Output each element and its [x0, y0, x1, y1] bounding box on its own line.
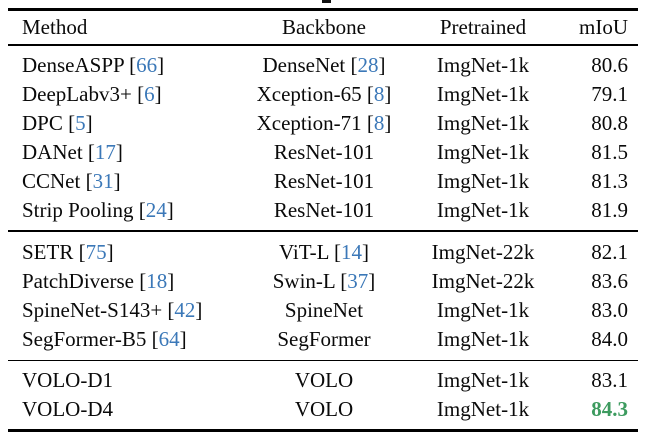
pretrained-cell: ImgNet-1k: [436, 368, 530, 392]
pretrained-cell: ImgNet-1k: [436, 111, 530, 135]
backbone-cell: VOLO: [294, 397, 354, 421]
table-row: DPC [5] Xception-71 [8] ImgNet-1k 80.8: [8, 109, 638, 138]
pretrained-cell: ImgNet-1k: [436, 82, 530, 106]
citation-link[interactable]: 8: [373, 111, 385, 135]
method-cell: SegFormer-B5 [64]: [22, 326, 187, 351]
column-header-miou: mIoU: [579, 15, 628, 39]
bottom-rule: [8, 429, 638, 432]
backbone-cell: ResNet-101: [273, 169, 375, 193]
citation-link[interactable]: 14: [340, 239, 362, 264]
backbone-cell: ViT-L [14]: [279, 239, 369, 264]
method-cell: DPC [5]: [22, 111, 93, 135]
miou-cell: 84.3: [591, 397, 628, 421]
pretrained-cell: ImgNet-1k: [436, 53, 530, 77]
column-header-method: Method: [22, 15, 88, 39]
method-cell: DANet [17]: [22, 140, 123, 164]
citation-link[interactable]: 37: [347, 268, 369, 293]
backbone-cell: SpineNet: [284, 297, 364, 322]
citation-link[interactable]: 6: [144, 82, 155, 106]
pretrained-cell: ImgNet-1k: [436, 169, 530, 193]
citation-link[interactable]: 8: [373, 82, 385, 106]
backbone-cell: SegFormer: [277, 326, 371, 351]
miou-cell: 82.1: [591, 239, 628, 264]
method-cell: DenseASPP [66]: [22, 53, 165, 77]
caption-descender-fragment: [322, 0, 331, 3]
top-rule: [8, 8, 638, 11]
table-row: DeepLabv3+ [6] Xception-65 [8] ImgNet-1k 79…: [8, 80, 638, 109]
pretrained-cell: ImgNet-22k: [431, 268, 535, 293]
miou-cell: 83.6: [591, 268, 628, 293]
table-row: SegFormer-B5 [64] SegFormer ImgNet-1k 84.0: [8, 325, 638, 354]
column-header-backbone: Backbone: [282, 15, 366, 39]
citation-link[interactable]: 28: [357, 53, 379, 77]
citation-link[interactable]: 75: [85, 239, 107, 264]
header-rule: [8, 44, 638, 46]
table-row: PatchDiverse [18] Swin-L [37] ImgNet-22k 83…: [8, 267, 638, 296]
header-row: Method Backbone Pretrained mIoU: [8, 11, 638, 44]
table-row: CCNet [31] ResNet-101 ImgNet-1k 81.3: [8, 167, 638, 196]
miou-cell: 80.6: [591, 53, 628, 77]
table-row: DANet [17] ResNet-101 ImgNet-1k 81.5: [8, 138, 638, 167]
miou-cell: 84.0: [591, 326, 628, 351]
method-cell: VOLO-D1: [22, 368, 113, 392]
method-cell: SETR [75]: [22, 239, 114, 264]
miou-cell: 80.8: [591, 111, 628, 135]
table-row: Strip Pooling [24] ResNet-101 ImgNet-1k 81.…: [8, 196, 638, 225]
column-header-pretrained: Pretrained: [439, 15, 527, 39]
group-separator-rule: [8, 230, 638, 232]
results-table: Method Backbone Pretrained mIoU DenseASP…: [8, 0, 638, 432]
table-row: SETR [75] ViT-L [14] ImgNet-22k 82.1: [8, 238, 638, 267]
backbone-cell: ResNet-101: [273, 198, 375, 222]
miou-cell: 79.1: [591, 82, 628, 106]
pretrained-cell: ImgNet-1k: [436, 140, 530, 164]
group-separator-rule: [8, 359, 638, 361]
table-row: VOLO-D1 VOLO ImgNet-1k 83.1: [8, 366, 638, 395]
pretrained-cell: ImgNet-1k: [436, 397, 530, 421]
method-cell: CCNet [31]: [22, 169, 121, 193]
backbone-cell: Xception-65 [8]: [256, 82, 392, 106]
pretrained-cell: ImgNet-1k: [436, 297, 530, 322]
pretrained-cell: ImgNet-1k: [436, 198, 530, 222]
citation-link[interactable]: 18: [146, 268, 168, 293]
table-row: DenseASPP [66] DenseNet [28] ImgNet-1k 80.6: [8, 51, 638, 80]
backbone-cell: Swin-L [37]: [272, 268, 376, 293]
citation-link[interactable]: 64: [158, 326, 180, 351]
pretrained-cell: ImgNet-22k: [431, 239, 535, 264]
method-cell: PatchDiverse [18]: [22, 268, 175, 293]
table-row: VOLO-D4 VOLO ImgNet-1k 84.3: [8, 395, 638, 424]
citation-link[interactable]: 31: [92, 169, 114, 193]
miou-cell: 81.9: [591, 198, 628, 222]
group-0: DenseASPP [66] DenseNet [28] ImgNet-1k 80.6…: [8, 46, 638, 230]
method-cell: SpineNet-S143+ [42]: [22, 297, 203, 322]
backbone-cell: DenseNet [28]: [262, 53, 386, 77]
backbone-cell: ResNet-101: [273, 140, 375, 164]
method-cell: Strip Pooling [24]: [22, 198, 174, 222]
miou-cell: 83.1: [591, 368, 628, 392]
pretrained-cell: ImgNet-1k: [436, 326, 530, 351]
miou-cell: 83.0: [591, 297, 628, 322]
method-cell: DeepLabv3+ [6]: [22, 82, 162, 106]
table-row: SpineNet-S143+ [42] SpineNet ImgNet-1k 83.0: [8, 296, 638, 325]
method-cell: VOLO-D4: [22, 397, 113, 421]
citation-link[interactable]: 24: [145, 198, 167, 222]
citation-link[interactable]: 5: [75, 111, 86, 135]
citation-link[interactable]: 17: [94, 140, 116, 164]
citation-link[interactable]: 66: [136, 53, 158, 77]
backbone-cell: VOLO: [294, 368, 354, 392]
miou-cell: 81.3: [591, 169, 628, 193]
citation-link[interactable]: 42: [174, 297, 196, 322]
backbone-cell: Xception-71 [8]: [256, 111, 392, 135]
miou-cell: 81.5: [591, 140, 628, 164]
